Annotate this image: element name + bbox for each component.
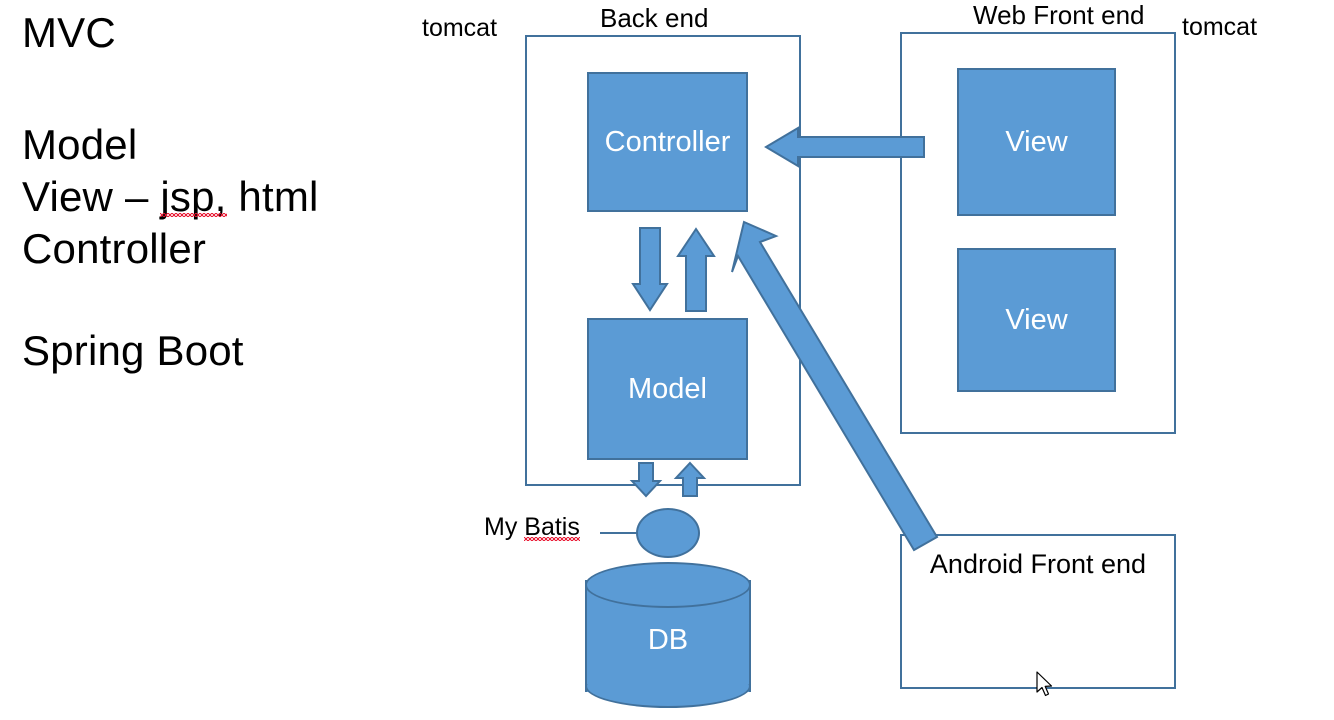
arrow-model-to-db-icon: [629, 462, 663, 498]
mouse-pointer-icon: [1036, 671, 1053, 697]
shape-view-bottom: View: [957, 248, 1116, 392]
label-web-front-end: Web Front end: [973, 0, 1145, 30]
circle-node-icon: [636, 508, 700, 558]
arrow-model-to-controller-icon: [676, 227, 716, 312]
arrow-db-to-model-icon: [673, 461, 707, 497]
label-tomcat-webfront: tomcat: [1182, 13, 1258, 41]
container-back-end: [525, 35, 801, 486]
shape-db-label: DB: [647, 624, 689, 656]
text-spring-boot: Spring Boot: [22, 327, 244, 374]
shape-model: Model: [587, 318, 748, 460]
arrow-controller-to-model-icon: [631, 227, 669, 312]
label-tomcat-backend: tomcat: [422, 14, 498, 42]
container-web-front-end: [900, 32, 1176, 434]
mybatis-connector-line: [600, 532, 642, 534]
text-view-prefix: View –: [22, 173, 161, 220]
text-view-jsp-html: View – jsp, html: [22, 176, 319, 218]
arrow-android-to-controller-icon: [731, 220, 939, 552]
shape-view-top: View: [957, 68, 1116, 216]
label-android-front-end: Android Front end: [929, 549, 1147, 579]
text-model: Model: [22, 121, 138, 168]
arrow-view-to-controller-icon: [764, 126, 925, 168]
label-mybatis-prefix: My: [484, 513, 525, 541]
text-controller: Controller: [22, 225, 207, 272]
text-html-suffix: html: [226, 173, 319, 220]
shape-controller: Controller: [587, 72, 748, 212]
label-batis-misspelled: Batis: [524, 513, 580, 541]
text-mvc: MVC: [22, 9, 116, 56]
db-cylinder-seam-mask: [587, 658, 749, 684]
db-cylinder-top: [585, 562, 751, 608]
database-cylinder-icon: DB: [585, 562, 751, 710]
text-jsp-misspelled: jsp,: [160, 173, 227, 220]
label-mybatis: My Batis: [484, 513, 580, 542]
label-back-end: Back end: [600, 3, 709, 33]
